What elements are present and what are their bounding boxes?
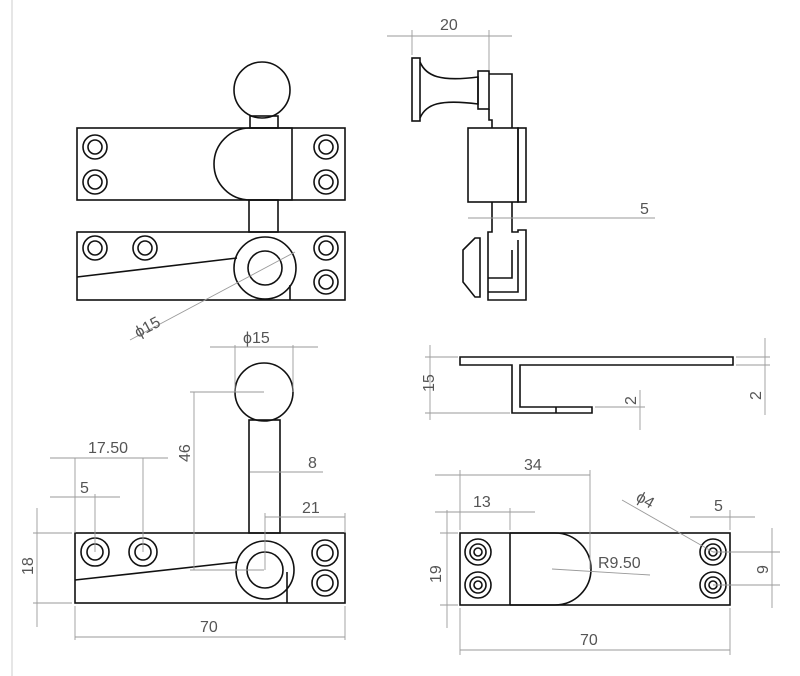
dim-keeper-hole-offset: 5 bbox=[714, 498, 723, 515]
pivot-ring bbox=[233, 236, 297, 300]
closed-front-view: ϕ15 bbox=[76, 61, 346, 342]
dim-arm-height: 46 bbox=[177, 444, 194, 462]
dim-hole-offset: 5 bbox=[80, 480, 89, 497]
dim-knob-diameter: ϕ15 bbox=[243, 330, 270, 347]
screw-holes bbox=[82, 134, 339, 195]
base-screw-holes bbox=[82, 235, 339, 295]
keeper-plate bbox=[76, 127, 346, 201]
dim-keeper-radius: R9.50 bbox=[598, 555, 641, 572]
dim-keeper-block: 13 bbox=[473, 494, 491, 511]
dim-keeper-center: 34 bbox=[524, 457, 542, 474]
dim-section-height: 15 bbox=[421, 374, 438, 392]
open-front-view: ϕ15 17.50 5 46 8 21 18 70 bbox=[20, 330, 346, 640]
dim-ring-diameter: ϕ15 bbox=[132, 314, 164, 342]
dim-pivot-offset: 21 bbox=[302, 500, 320, 517]
dim-length: 70 bbox=[200, 619, 218, 636]
keeper-view: 34 13 ϕ4 5 19 R9.50 9 70 bbox=[428, 457, 780, 655]
dim-arm-width: 8 bbox=[308, 455, 317, 472]
keeper-holes bbox=[464, 538, 727, 599]
section-view: 15 2 2 bbox=[421, 338, 770, 430]
dim-keeper-hole-diameter: ϕ4 bbox=[633, 489, 657, 513]
dim-keeper-length: 70 bbox=[580, 632, 598, 649]
side-view: 20 5 bbox=[387, 17, 655, 301]
dim-side-stem: 5 bbox=[640, 201, 649, 218]
dim-section-foot: 2 bbox=[623, 396, 640, 405]
knob bbox=[233, 61, 291, 119]
dim-hole-spacing: 17.50 bbox=[88, 440, 128, 457]
dim-side-width: 20 bbox=[440, 17, 458, 34]
dim-keeper-hole-spacing: 9 bbox=[755, 565, 772, 574]
keeper-d-block bbox=[213, 127, 293, 201]
dim-keeper-height: 19 bbox=[428, 565, 445, 583]
arm bbox=[248, 199, 279, 233]
dim-section-plate: 2 bbox=[748, 391, 765, 400]
dim-height: 18 bbox=[20, 557, 37, 575]
base-plate bbox=[76, 231, 346, 301]
